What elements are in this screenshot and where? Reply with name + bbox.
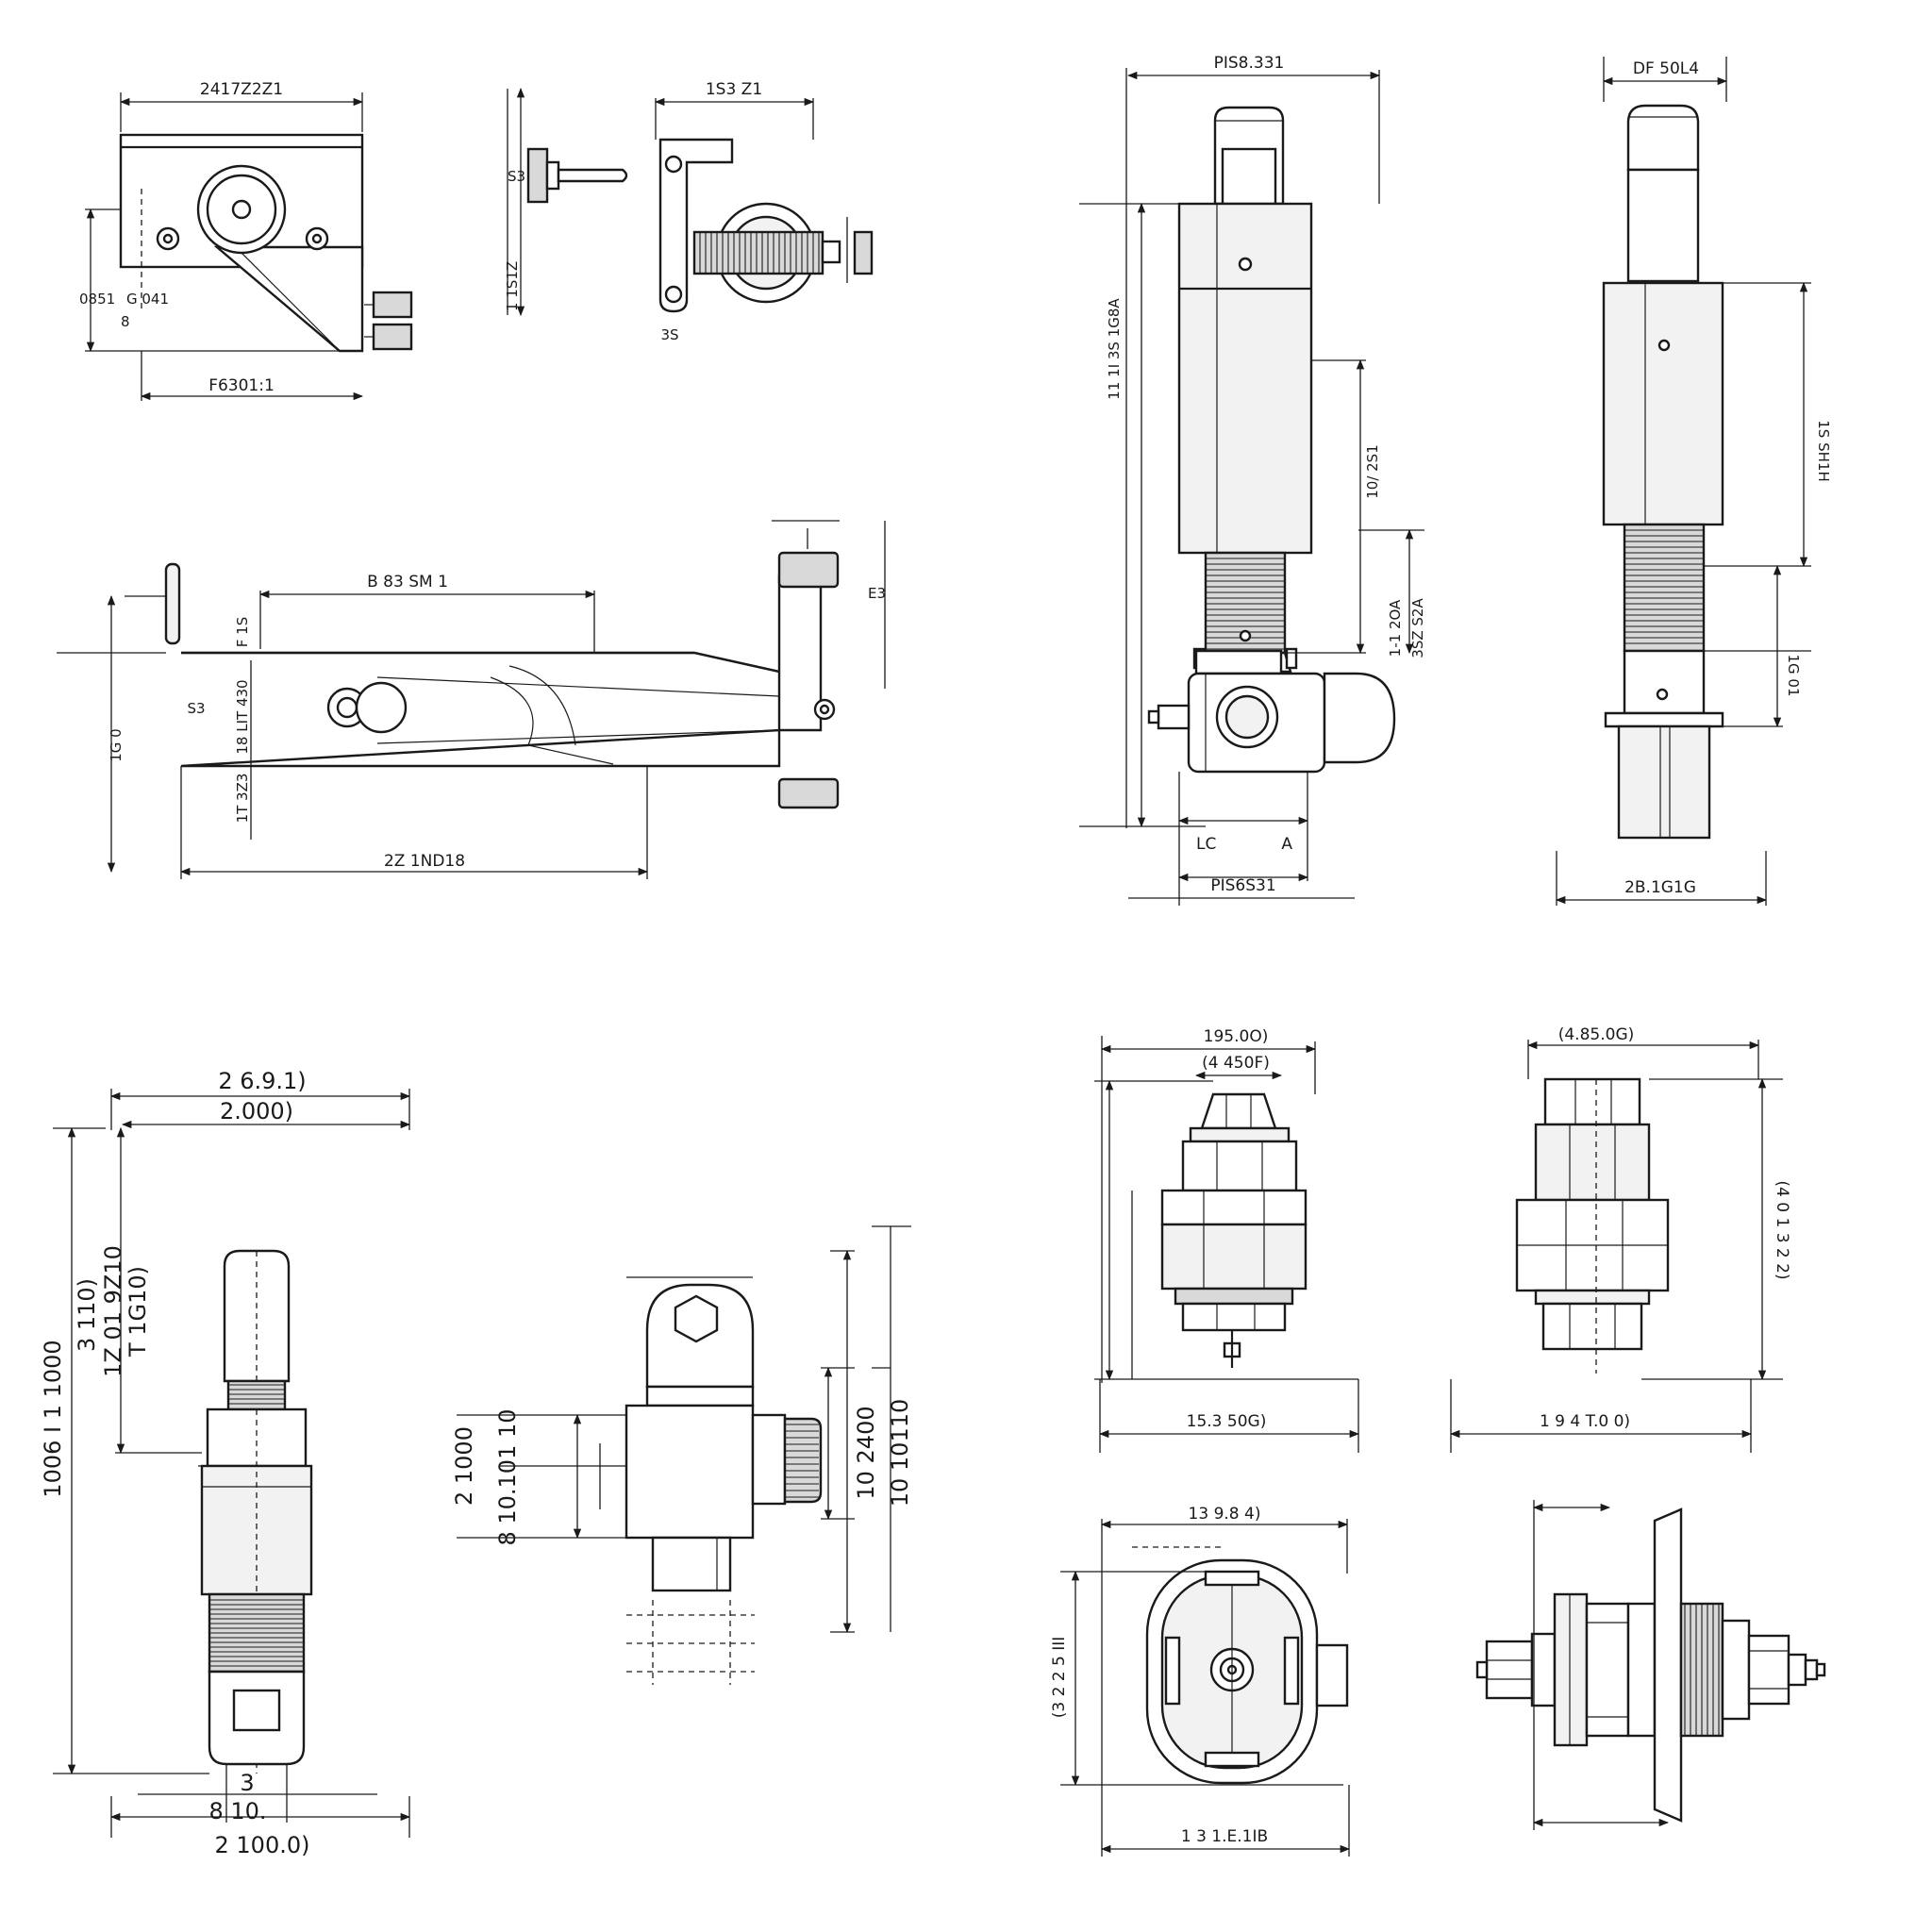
bracket-left-a-label: 0851 [79,291,115,308]
probe-left-a-label: 1006 I 1 1000 [40,1340,66,1497]
oval-front-top-label: 13 9.8 4) [1189,1505,1261,1524]
thread-probe-top-hatch [228,1384,285,1405]
sensor-tall-dimensions [1079,68,1424,906]
probe-top-a-label: 2 6.9.1) [218,1068,306,1094]
hex-front-bottom-label: 15.3 50G) [1187,1412,1267,1431]
oval-front-dimensions [1060,1519,1351,1857]
bracket-left-b-label: G 041 [126,291,169,308]
bracket-top-width-label: 2417Z2Z1 [200,80,283,99]
hex-front-dimensions [1094,1036,1360,1453]
tee-fitting-dimensions [457,1225,911,1634]
lever-body [164,551,840,809]
view-hex-front: 195.0O) (4 450F) 15.3 50G) [1094,1027,1360,1453]
lever-dimensions [57,520,886,879]
tee-right-b-label: 10 10110 [887,1399,913,1507]
view-tee-fitting: 2 1000 8 10.101 10 10 2400 10 10110 [451,1225,913,1685]
sensor-side-bottom-label: 2B.1G1G [1624,878,1696,897]
roller-clip-dimensions [507,87,848,317]
tee-left-b-label: 8 10.101 10 [494,1408,521,1545]
hex-front-body [1160,1092,1307,1368]
view-lever-arm: B 83 SM 1 E3 1G 0 S3 F 1S 18 LIT 430 1T … [57,520,886,879]
sensor-tall-bottom-label: PIS6S31 [1210,876,1275,895]
bracket-left-c-label: 8 [121,313,130,330]
probe-body [200,1249,313,1774]
lever-inner-b-label: 18 LIT 430 [234,679,251,754]
view-oval-front: 13 9.8 4) (3 2 2 5 III 1 3 1.E.1IB [1050,1505,1351,1857]
hex-side-bottom-label: 1 9 4 T.0 0) [1540,1412,1630,1431]
probe-left-b-label: 3 110) [74,1278,100,1352]
lever-inner-a-label: F 1S [234,617,251,647]
hex-front-top-a-label: 195.0O) [1204,1027,1269,1046]
tee-right-a-label: 10 2400 [853,1406,879,1499]
thread-flange-hatch [1684,1604,1720,1736]
view-probe: 2 6.9.1) 2.000) 1006 I 1 1000 3 110) 1Z … [40,1068,411,1858]
view-roller-clip: 1S3 Z1 S3 1 1S1Z 3S [504,80,874,343]
sensor-tall-right-a-label: 10/ 2S1 [1364,444,1381,499]
roller-clip-left-a-label: S3 [508,168,525,185]
sensor-side-right-a-label: 1S SH1H [1815,420,1832,481]
sensor-tall-body [1147,106,1396,774]
probe-bottom-c-label: 2 100.0) [215,1832,310,1858]
coil-lines-hatch [699,232,820,274]
lever-body-label: S3 [187,700,205,717]
probe-left-c-label: 1Z 01 9Z10 [100,1245,126,1377]
sensor-tall-right-c-label: 3SZ S2A [1409,598,1426,658]
thread-tee-hatch [785,1424,819,1498]
sensor-side-top-label: DF 50L4 [1633,59,1699,78]
roller-clip-top-label: 1S3 Z1 [706,80,762,99]
roller-clip-part [658,138,874,313]
lever-inner-c-label: 1T 3Z3 [234,774,251,824]
sensor-side-right-b-label: 1G 01 [1785,654,1802,696]
sensor-side-dimensions [1555,57,1811,906]
thread-probe-bottom-hatch [209,1599,304,1667]
view-sensor-side: DF 50L4 1S SH1H 1G 01 2B.1G1G [1555,57,1832,906]
tee-left-a-label: 2 1000 [451,1426,477,1506]
probe-bottom-a-label: 3 [240,1770,254,1796]
view-flange-side [1475,1500,1826,1830]
hex-side-dimensions [1449,1040,1783,1453]
sensor-side-body [1602,104,1724,840]
hex-side-right-label: (4 0 1 3 2 2) [1773,1180,1791,1279]
probe-dimensions [53,1089,411,1838]
view-hex-side: (4.85.0G) (4 0 1 3 2 2) 1 9 4 T.0 0) [1449,1025,1791,1453]
hex-side-body [1515,1077,1670,1374]
probe-top-b-label: 2.000) [220,1098,293,1124]
bracket-plate [119,133,413,353]
oval-front-left-label: (3 2 2 5 III [1050,1637,1069,1719]
bracket-dimensions [85,92,364,401]
sensor-tall-a-label: A [1281,835,1292,854]
oval-front-body [1145,1558,1349,1785]
lever-bottom-width-label: 2Z 1ND18 [384,852,465,871]
pin-part [526,147,628,204]
probe-bottom-b-label: 8 10. [208,1798,266,1824]
thread-side-hatch [1624,529,1704,644]
sensor-tall-top-label: PIS8.331 [1214,54,1285,73]
hex-front-top-b-label: (4 450F) [1202,1054,1270,1073]
lever-right-label: E3 [868,585,886,602]
view-sensor-tall: PIS8.331 11 1I 3S 1G8A 10/ 2S1 1-1 2OA 3… [1079,54,1426,906]
roller-clip-bottom-label: 3S [660,326,678,343]
hex-side-top-label: (4.85.0G) [1558,1025,1635,1044]
bracket-bottom-width-label: F6301:1 [208,376,275,395]
view-bracket-top: 2417Z2Z1 F6301:1 0851 G 041 8 [79,80,413,401]
flange-side-body [1475,1507,1826,1823]
sensor-tall-right-b-label: 1-1 2OA [1387,599,1404,657]
sensor-tall-left-label: 11 1I 3S 1G8A [1106,298,1123,400]
roller-clip-left-b-label: 1 1S1Z [504,261,521,311]
tee-fitting-body [625,1283,823,1685]
oval-front-bottom-label: 1 3 1.E.1IB [1181,1827,1268,1846]
sensor-tall-lc-label: LC [1196,835,1216,854]
flange-side-dimensions [1532,1500,1670,1830]
probe-left-d-label: T 1G10) [125,1266,151,1357]
lever-left-height-label: 1G 0 [108,728,125,761]
lever-top-width-label: B 83 SM 1 [367,573,448,591]
